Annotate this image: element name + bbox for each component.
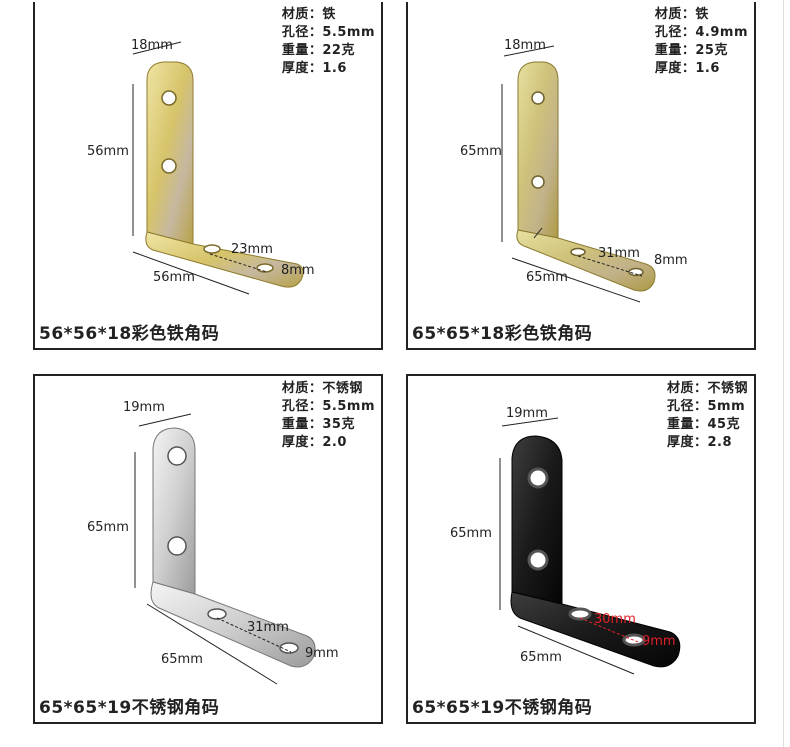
- spec-weight: 重量：35克: [281, 417, 355, 432]
- spec-hole: 孔径：5mm: [666, 399, 746, 414]
- spec-hole: 孔径：5.5mm: [281, 25, 375, 40]
- spec-material: 材质：不锈钢: [281, 381, 363, 396]
- spec-thickness: 厚度：2.8: [666, 435, 733, 450]
- spec-list: 材质：不锈钢 孔径：5.5mm 重量：35克 厚度：2.0: [282, 380, 375, 452]
- product-panel-4: 材质：不锈钢 孔径：5mm 重量：45克 厚度：2.8 19mm 65mm 65…: [406, 374, 756, 724]
- page-edge-divider: [783, 0, 784, 747]
- dim-hole-spacing: 31mm: [598, 246, 640, 261]
- dim-hole-offset: 9mm: [305, 646, 339, 661]
- product-panel-2: 材质：铁 孔径：4.9mm 重量：25克 厚度：1.6 18mm 65mm 65…: [406, 2, 756, 350]
- spec-list: 材质：铁 孔径：5.5mm 重量：22克 厚度：1.6: [282, 6, 375, 78]
- dim-length: 65mm: [161, 652, 203, 667]
- spec-hole: 孔径：4.9mm: [654, 25, 748, 40]
- spec-thickness: 厚度：2.0: [281, 435, 347, 450]
- dim-hole-offset: 9mm: [642, 634, 676, 649]
- bracket-illustration-4: [499, 417, 681, 675]
- dim-width: 19mm: [506, 406, 548, 421]
- dim-hole-spacing: 30mm: [594, 612, 636, 627]
- product-panel-3: 材质：不锈钢 孔径：5.5mm 重量：35克 厚度：2.0 19mm 65mm …: [33, 374, 383, 724]
- dim-hole-offset: 8mm: [654, 253, 688, 268]
- product-caption: 65*65*19不锈钢角码: [39, 698, 220, 718]
- dim-hole-offset: 8mm: [281, 263, 315, 278]
- dim-height: 65mm: [460, 144, 502, 159]
- dim-length: 65mm: [526, 270, 568, 285]
- spec-weight: 重量：22克: [281, 43, 355, 58]
- spec-hole: 孔径：5.5mm: [281, 399, 375, 414]
- dim-width: 19mm: [123, 400, 165, 415]
- spec-material: 材质：不锈钢: [666, 381, 748, 396]
- spec-thickness: 厚度：1.6: [281, 61, 347, 76]
- product-caption: 56*56*18彩色铁角码: [39, 324, 220, 344]
- product-panel-1: 材质：铁 孔径：5.5mm 重量：22克 厚度：1.6 18mm 56mm 56…: [33, 2, 383, 350]
- dim-hole-spacing: 31mm: [247, 620, 289, 635]
- product-caption: 65*65*19不锈钢角码: [412, 698, 593, 718]
- dim-length: 65mm: [520, 650, 562, 665]
- bracket-illustration-3: [134, 413, 316, 685]
- dim-width: 18mm: [131, 38, 173, 53]
- spec-list: 材质：铁 孔径：4.9mm 重量：25克 厚度：1.6: [655, 6, 748, 78]
- spec-material: 材质：铁: [654, 7, 709, 22]
- bracket-illustration-1: [132, 41, 304, 295]
- spec-thickness: 厚度：1.6: [654, 61, 720, 76]
- spec-list: 材质：不锈钢 孔径：5mm 重量：45克 厚度：2.8: [667, 380, 748, 452]
- bracket-illustration-2: [501, 45, 656, 303]
- product-caption: 65*65*18彩色铁角码: [412, 324, 593, 344]
- dim-height: 56mm: [87, 144, 129, 159]
- dim-height: 65mm: [87, 520, 129, 535]
- dim-length: 56mm: [153, 270, 195, 285]
- dim-hole-spacing: 23mm: [231, 242, 273, 257]
- dim-height: 65mm: [450, 526, 492, 541]
- spec-weight: 重量：25克: [654, 43, 728, 58]
- spec-material: 材质：铁: [281, 7, 336, 22]
- dim-width: 18mm: [504, 38, 546, 53]
- spec-weight: 重量：45克: [666, 417, 741, 432]
